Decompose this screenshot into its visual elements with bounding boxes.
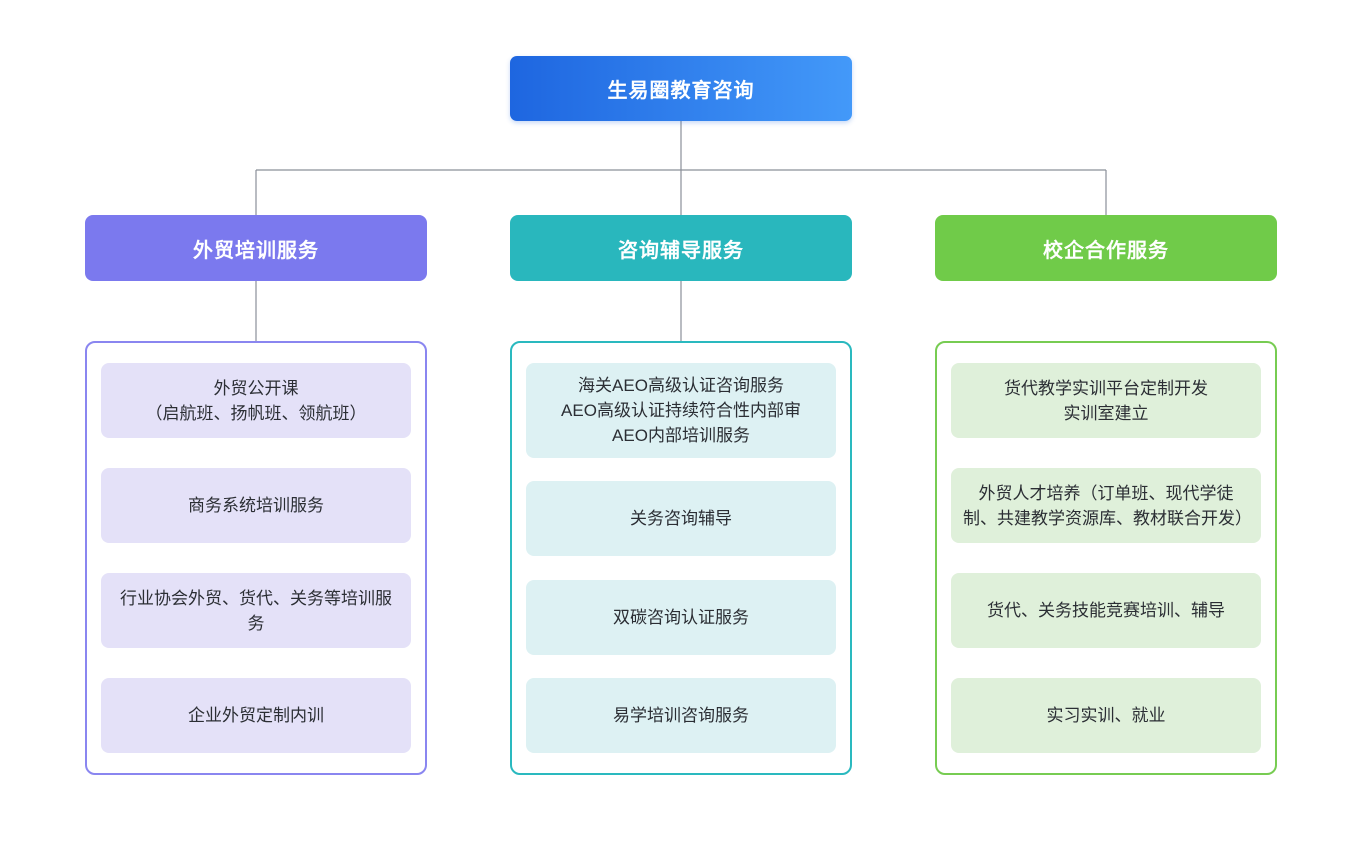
branch-container-school-enterprise: 货代教学实训平台定制开发 实训室建立 外贸人才培养（订单班、现代学徒制、共建教学… (935, 341, 1277, 775)
branch-container-waimao-training: 外贸公开课 （启航班、扬帆班、领航班） 商务系统培训服务 行业协会外贸、货代、关… (85, 341, 427, 775)
branch-header-school-enterprise[interactable]: 校企合作服务 (935, 215, 1277, 281)
branch-header-consulting[interactable]: 咨询辅导服务 (510, 215, 852, 281)
leaf-item[interactable]: 商务系统培训服务 (101, 468, 411, 543)
leaf-item[interactable]: 实习实训、就业 (951, 678, 1261, 753)
leaf-item[interactable]: 外贸人才培养（订单班、现代学徒制、共建教学资源库、教材联合开发） (951, 468, 1261, 543)
branch-container-consulting: 海关AEO高级认证咨询服务 AEO高级认证持续符合性内部审 AEO内部培训服务 … (510, 341, 852, 775)
branch-header-waimao-training[interactable]: 外贸培训服务 (85, 215, 427, 281)
leaf-item[interactable]: 关务咨询辅导 (526, 481, 836, 557)
leaf-item[interactable]: 货代、关务技能竞赛培训、辅导 (951, 573, 1261, 648)
root-node[interactable]: 生易圈教育咨询 (510, 56, 852, 121)
leaf-item[interactable]: 易学培训咨询服务 (526, 677, 836, 753)
leaf-item[interactable]: 行业协会外贸、货代、关务等培训服务 (101, 573, 411, 648)
leaf-item[interactable]: 企业外贸定制内训 (101, 678, 411, 753)
leaf-item[interactable]: 外贸公开课 （启航班、扬帆班、领航班） (101, 363, 411, 438)
leaf-item[interactable]: 海关AEO高级认证咨询服务 AEO高级认证持续符合性内部审 AEO内部培训服务 (526, 363, 836, 458)
leaf-item[interactable]: 货代教学实训平台定制开发 实训室建立 (951, 363, 1261, 438)
leaf-item[interactable]: 双碳咨询认证服务 (526, 579, 836, 655)
